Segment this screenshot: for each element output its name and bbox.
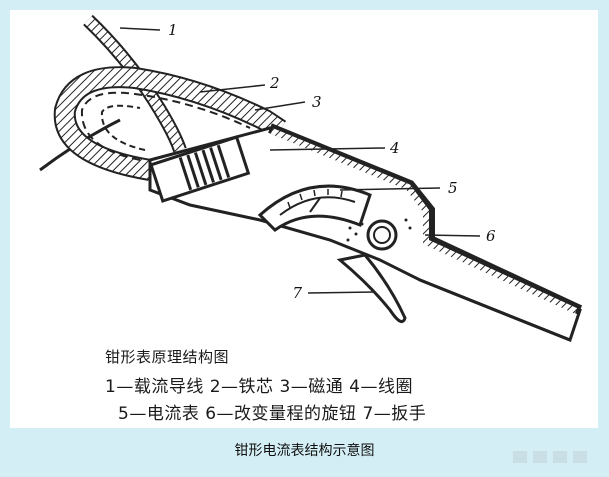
callout-5: 5 [448,179,458,197]
callout-2: 2 [269,74,280,92]
diagram-panel: 1 2 3 4 5 6 7 钳形表原理结构图 1—载流导线 2—铁芯 3—磁通 … [10,10,598,428]
callout-7: 7 [292,284,302,302]
legend-row: 1—载流导线 2—铁芯 3—磁通 4—线圈 [105,372,413,397]
callout-3: 3 [312,93,322,111]
callout-6: 6 [486,227,496,245]
callout-1: 1 [168,21,178,39]
legend-title: 钳形表原理结构图 [105,346,229,367]
callout-4: 4 [389,139,400,157]
legend-row: 5—电流表 6—改变量程的旋钮 7—扳手 [118,399,426,424]
clamp-meter-drawing: 1 2 3 4 5 6 7 [10,10,598,428]
watermark-logo [513,447,599,467]
